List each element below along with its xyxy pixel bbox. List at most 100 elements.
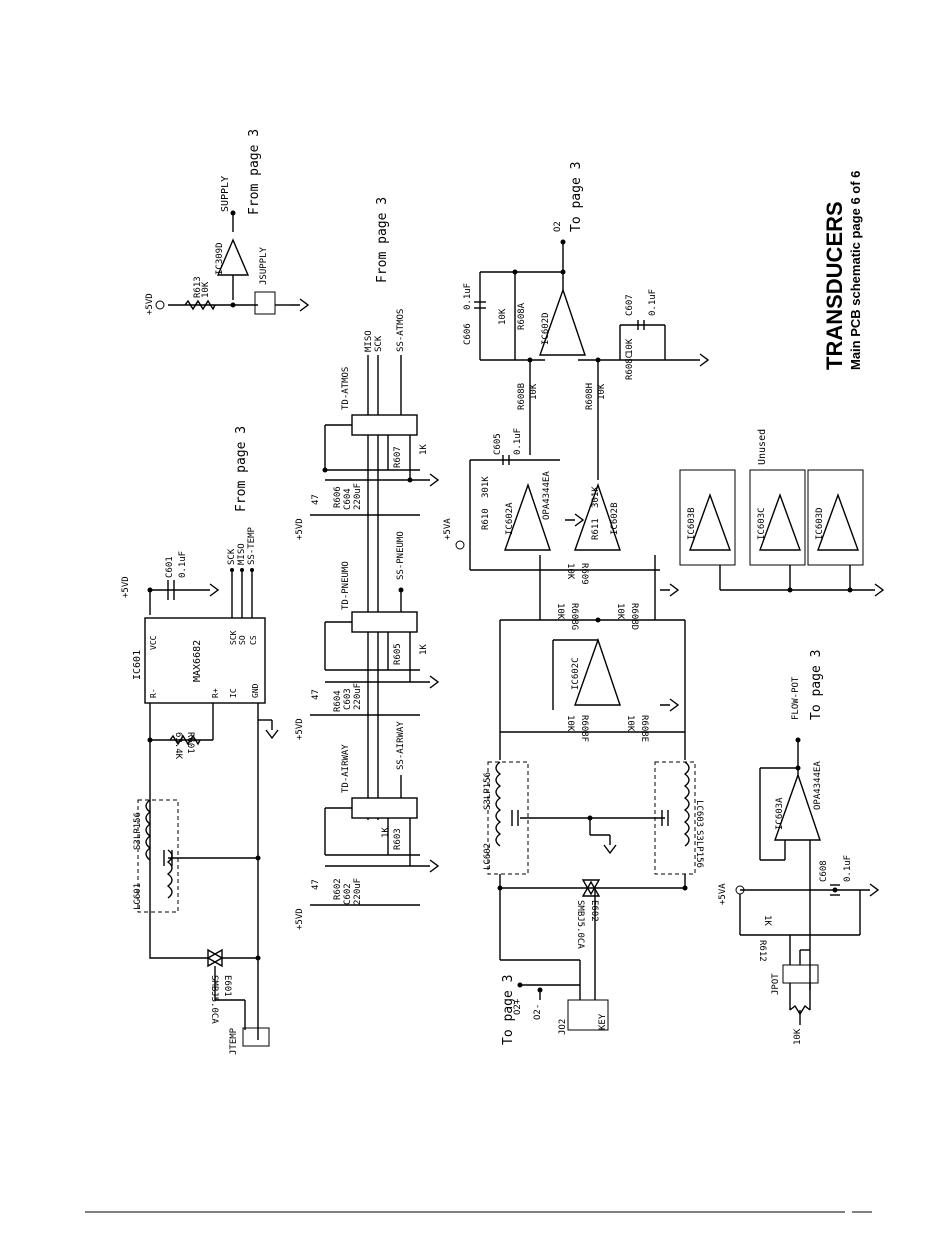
to-page3-o2-sensor: To page 3 [501, 975, 516, 1045]
c602-value: 220uF [353, 878, 363, 905]
c604-value: 220uF [353, 483, 363, 510]
td-airway-connector [351, 797, 418, 819]
c607-value: 0.1uF [648, 289, 658, 316]
ic601-net-ss-temp: SS-TEMP [247, 526, 257, 565]
lc603-label: LC603 [694, 800, 704, 827]
lc601-part: S3LP156 [133, 812, 143, 850]
to-page3-o2: To page 3 [569, 162, 584, 232]
from-page3-pressure: From page 3 [375, 197, 390, 283]
r608c-value: 10K [625, 338, 635, 355]
r613-value: 10K [201, 281, 211, 298]
title-block: TRANSDUCERS Main PCB schematic page 6 of… [822, 171, 863, 370]
ic603a-label: IC603A [775, 797, 785, 830]
r608h-value: 10K [597, 383, 607, 400]
net-sck: SCK [374, 335, 384, 352]
r606-label: R606 [333, 486, 343, 508]
o2-net-label: O2 [553, 221, 563, 232]
ic601-part: MAX6682 [192, 640, 203, 682]
td-pneumo-connector [351, 611, 418, 633]
ic601-pin-so: SO [238, 635, 247, 645]
e602-label: E602 [589, 900, 599, 922]
pressure-section: From page 3 MISO SCK SS-ATMOS TD-ATMOS R… [295, 197, 439, 930]
supply-net-label: SUPPLY [220, 176, 231, 212]
td-atmos-connector [351, 414, 418, 436]
r608f-value: 10K [565, 715, 575, 732]
from-page3-temp: From page 3 [234, 426, 249, 512]
power-5vd-atmos: +5VD [295, 518, 305, 540]
power-5vd-airway: +5VD [295, 908, 305, 930]
jpot-label: JPOT [771, 973, 781, 995]
ic601-chip [144, 617, 266, 704]
r608d-value: 10K [615, 603, 625, 620]
ic601-ref: IC601 [132, 650, 143, 680]
c603-label: C603 [343, 688, 353, 710]
ic601-pin-gnd: GND [251, 683, 260, 698]
c601-label: C601 [165, 556, 175, 578]
ic603b-label: IC603B [687, 507, 697, 540]
unused-label: Unused [757, 429, 768, 465]
jo2-key: KEY [598, 1013, 608, 1030]
power-5va-flow: +5VA [718, 883, 728, 905]
net-ss-atmos: SS-ATMOS [396, 309, 406, 352]
r606-value: 47 [311, 494, 321, 505]
power-5va-ic602: +5VA [443, 518, 453, 540]
ic601-pin-rminus: R- [149, 688, 158, 698]
jtemp-label: JTEMP [229, 1027, 239, 1055]
c605-value: 0.1uF [513, 428, 523, 455]
c608-label: C608 [819, 860, 829, 882]
ic602d-label: IC602D [541, 312, 551, 345]
r604-value: 47 [311, 689, 321, 700]
ic601-net-miso: MISO [237, 543, 247, 565]
r608a-value: 10K [498, 308, 508, 325]
c605-label: C605 [493, 433, 503, 455]
c606-label: C606 [463, 323, 473, 345]
ic603d-label: IC603D [815, 507, 825, 540]
ic603c-label: IC603C [757, 507, 767, 540]
pot-value: 10K [793, 1028, 803, 1045]
ic602b-label: IC602B [610, 502, 620, 535]
lc601-label: LC601 [133, 883, 143, 910]
r608e-label: R608E [639, 715, 649, 742]
r603-label: R603 [393, 828, 403, 850]
r608b-label: R608B [517, 383, 527, 410]
net-miso: MISO [364, 330, 374, 352]
r608g-label: R608G [569, 603, 579, 630]
flow-pot-net: FLOW-POT [791, 676, 801, 720]
power-5vd-pneumo: +5VD [295, 718, 305, 740]
c601-value: 0.1uF [178, 551, 188, 578]
ic602a-part: OPA4344EA [542, 471, 552, 520]
o2-minus-label: O2- [533, 1004, 543, 1020]
td-airway-label: TD-AIRWAY [341, 744, 351, 793]
r611-value: 301K [591, 486, 601, 508]
ic601-pin-rplus: R+ [211, 688, 220, 698]
supply-section: From page 3 SUPPLY IC309D +5VD R613 10K … [145, 129, 309, 315]
ic601-pin-ic: IC [229, 688, 238, 698]
e601-part: SMBJ5.0CA [209, 975, 219, 1024]
net-ss-pneumo: SS-PNEUMO [396, 531, 406, 580]
power-5vd-label: +5VD [145, 293, 155, 315]
c602-label: C602 [343, 883, 353, 905]
td-pneumo-label: TD-PNEUMO [341, 561, 351, 610]
r607-value: 1K [419, 444, 429, 455]
ic601-pin-sck: SCK [229, 630, 238, 645]
c608-value: 0.1uF [843, 855, 853, 882]
r605-value: 1K [419, 644, 429, 655]
r610-value: 301K [481, 476, 491, 498]
ic601-pin-vcc: VCC [149, 635, 158, 650]
e602-part: SMBJ5.0CA [575, 900, 585, 949]
sheet-title: TRANSDUCERS [822, 201, 847, 370]
r608c-label: R608C [625, 353, 635, 380]
e601-label: E601 [222, 975, 232, 997]
ic603a-part: OPA4344EA [813, 761, 823, 810]
power-5vd-ic601: +5VD [121, 576, 131, 598]
net-ss-airway: SS-AIRWAY [396, 721, 406, 770]
r609-value: 10K [565, 563, 575, 580]
r602-label: R602 [333, 878, 343, 900]
o2-section: To page 3 O2 C606 0.1uF 10K R608A IC602D… [443, 162, 709, 1045]
r612-label: R612 [757, 940, 767, 962]
jo2-label: JO2 [558, 1019, 568, 1035]
ic309d-label: IC309D [215, 242, 225, 275]
temperature-section: +5VD C601 0.1uF IC601 MAX6682 VCC R- R+ … [121, 426, 279, 1055]
from-page3-label: From page 3 [247, 129, 262, 215]
r608b-value: 10K [529, 383, 539, 400]
